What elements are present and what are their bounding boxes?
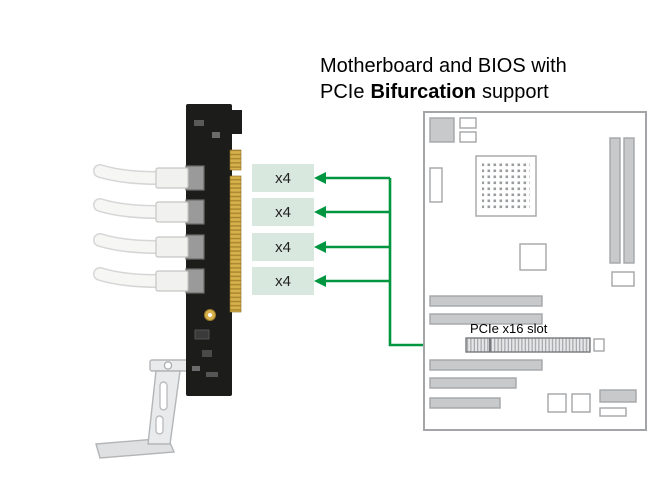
lane-box	[252, 198, 314, 226]
lane-label: x4	[275, 204, 291, 221]
capacitor	[192, 366, 200, 371]
board-component-1	[547, 393, 567, 413]
card-edge-connector	[229, 149, 242, 313]
left-arrow-icon	[314, 206, 326, 218]
slot-end-tab	[593, 338, 605, 352]
lane-box	[252, 164, 314, 192]
board-component-4	[599, 407, 627, 417]
slot-bracket	[95, 359, 189, 459]
title-line-2-bold: Bifurcation	[370, 81, 476, 103]
expansion-slot-2	[429, 313, 543, 325]
cable	[94, 234, 164, 253]
lane-row-2: x4	[252, 198, 390, 226]
left-arrow-icon	[314, 241, 326, 253]
cable-plug	[155, 201, 189, 223]
ram-slot-1	[609, 137, 621, 264]
pcie-card	[93, 104, 242, 396]
bracket-slot-hole	[159, 381, 168, 411]
card-socket	[185, 234, 205, 260]
mounting-hole-center	[208, 313, 212, 317]
lane-box	[252, 233, 314, 261]
cable-row-3	[93, 233, 205, 260]
chip-2	[202, 350, 212, 357]
cable	[94, 268, 164, 287]
capacitor-2	[206, 372, 218, 377]
pcie-x16-slot-label: PCIe x16 slot	[470, 321, 548, 336]
power-connector	[611, 271, 635, 287]
title-line-2-prefix: PCIe	[320, 81, 364, 103]
cable-row-1	[93, 164, 205, 191]
expansion-slot-5	[429, 397, 501, 409]
card-socket	[185, 165, 205, 191]
lane-label: x4	[275, 273, 291, 290]
cpu-socket	[475, 155, 537, 217]
bracket-screw-hole	[163, 361, 173, 370]
io-port	[459, 117, 477, 129]
lane-row-1: x4	[252, 164, 390, 192]
expansion-slot-4	[429, 377, 517, 389]
io-block	[429, 117, 455, 143]
motherboard: PCIe x16 slot	[423, 111, 647, 431]
title-line-2: PCIe Bifurcation support	[320, 81, 549, 103]
left-arrow-icon	[314, 172, 326, 184]
capacitor-4	[212, 132, 220, 138]
capacitor-3	[194, 120, 204, 126]
header-connector	[429, 167, 443, 203]
edge-fingers-long	[229, 175, 242, 313]
cable-row-2	[93, 198, 205, 225]
board-component-3	[599, 389, 637, 403]
card-top-tab	[228, 110, 242, 134]
board-component-2	[571, 393, 591, 413]
ram-slot-2	[623, 137, 635, 264]
expansion-slot-1	[429, 295, 543, 307]
cable-plug	[155, 236, 189, 258]
card-socket	[185, 268, 205, 294]
cable-row-4	[93, 267, 205, 294]
title-line-1: Motherboard and BIOS with	[320, 55, 567, 77]
cable	[94, 199, 164, 218]
chipset	[519, 243, 547, 271]
edge-fingers-short	[229, 149, 242, 171]
pcie-x16-slot: PCIe x16 slot	[465, 321, 605, 353]
card-components	[192, 120, 220, 377]
cable-plug	[155, 270, 189, 292]
io-port-2	[459, 131, 477, 143]
cable	[94, 165, 164, 184]
lane-row-4: x4	[252, 267, 390, 295]
chip	[194, 329, 210, 340]
expansion-slot-3	[429, 359, 543, 371]
left-arrow-icon	[314, 275, 326, 287]
cable-plug	[155, 167, 189, 189]
bracket-slot-hole-2	[155, 415, 164, 435]
lane-box	[252, 267, 314, 295]
card-socket	[185, 199, 205, 225]
pcie-x16-slot-body	[465, 337, 591, 353]
cpu-pin-grid	[482, 162, 530, 210]
lane-label: x4	[275, 170, 291, 187]
lane-label: x4	[275, 239, 291, 256]
title-line-2-suffix: support	[482, 81, 549, 103]
lane-row-3: x4	[252, 233, 390, 261]
